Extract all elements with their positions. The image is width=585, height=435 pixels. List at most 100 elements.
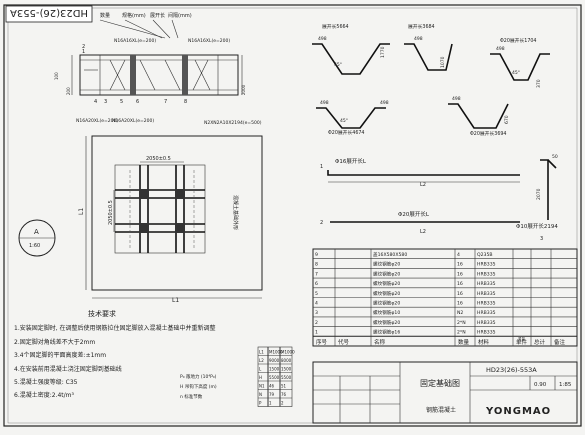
bom-cell: 4 [457,252,460,258]
load-table-cell: M1000 [269,350,283,355]
rotated-drawing-number: HD23(26)-553A [10,7,88,18]
scale-marker: A 1:60 [18,219,56,257]
svg-text:L1: L1 [172,297,179,304]
outer-border [3,4,582,427]
bom-cell: 9 [315,252,318,258]
bom-weight-header: 重量 [518,336,526,341]
svg-text:0.90: 0.90 [534,382,547,388]
bom-cell: 7 [315,271,318,277]
svg-text:L1: L1 [78,208,85,215]
svg-text:展开长5664: 展开长5664 [322,23,349,30]
bom-header: 备注 [554,338,566,346]
load-table-cell: 5500 [281,375,292,380]
svg-text:6: 6 [136,99,139,105]
bom-cell: 螺纹钢筋φ16 [373,329,400,336]
svg-text:展开长3684: 展开长3684 [408,23,435,30]
bom-cell: HRB335 [477,310,496,316]
bom-cell: 16 [457,301,463,307]
svg-text:2050±0.5: 2050±0.5 [146,156,171,162]
load-table-cell: 5500 [269,375,280,380]
svg-text:50: 50 [552,154,558,160]
bom-cell: HRB335 [477,320,496,326]
svg-text:Φ16展开长L: Φ16展开长L [335,157,367,165]
bom-cell: HRB335 [477,262,496,268]
bom-cell: 2*N [457,320,466,326]
bom-cell: HRB335 [477,271,496,277]
bom-cell: 16 [457,291,463,297]
bom-cell: 16 [457,281,463,287]
svg-text:670: 670 [504,115,510,124]
svg-text:技术要求: 技术要求 [88,309,116,318]
bom-header: 单件 [516,338,528,346]
svg-text:3: 3 [104,99,107,105]
svg-text:N2XN2A10X2194(e=500): N2XN2A10X2194(e=500) [204,120,262,126]
bent-bar-details: 展开长5664 498 1770 45° 展开长3684 498 1070 Φ2… [312,23,550,137]
load-table-cell: M1000 [281,350,295,355]
svg-text:498: 498 [320,100,329,106]
bom-cell: 3 [315,310,318,316]
load-table-cell: 76 [281,392,287,397]
bom-cell: 螺纹钢筋φ20 [373,290,400,297]
load-table-cell: H [259,375,262,380]
load-table-cell: N1 [259,384,265,389]
svg-text:展开长: 展开长 [150,12,165,19]
plan-view: 2050±0.5 2050±0.5 L1 L1 混凝土基础外形 [78,135,263,304]
svg-text:1: 1 [82,49,85,55]
svg-text:1070: 1070 [440,56,446,68]
svg-text:100: 100 [54,72,59,80]
svg-text:2000: 2000 [241,84,246,95]
svg-text:L2: L2 [420,229,426,235]
svg-text:45°: 45° [340,118,348,124]
bom-cell: 2*N [457,330,466,336]
svg-text:混凝土基础外形: 混凝土基础外形 [232,195,239,230]
bom-cell: 螺纹钢筋φ20 [373,270,400,277]
svg-text:5: 5 [120,99,123,105]
svg-text:8: 8 [184,99,187,105]
svg-text:3: 3 [540,236,543,242]
bom-cell: HRB335 [477,281,496,287]
svg-text:7: 7 [164,99,167,105]
svg-text:45°: 45° [334,62,342,68]
load-table-cell: L2 [259,358,264,363]
svg-text:Φ20展开长L: Φ20展开长L [398,210,430,218]
svg-text:2.固定脚对角线差不大于2mm: 2.固定脚对角线差不大于2mm [14,338,95,346]
svg-text:4.在安装前用混凝土浇注固定脚到基础线: 4.在安装前用混凝土浇注固定脚到基础线 [14,365,122,373]
svg-text:2: 2 [82,44,85,50]
bom-cell: 螺纹钢筋φ10 [373,309,400,316]
svg-text:2050±0.5: 2050±0.5 [108,200,114,225]
svg-text:498: 498 [380,100,389,106]
top-header-labels: 数量 规格(mm) 展开长 间隔(mm) [99,12,192,39]
bom-cell: N2 [457,310,463,316]
bom-cell: 盖16X580X580 [373,251,407,258]
bom-cell: 螺纹钢筋φ20 [373,300,400,307]
svg-text:200: 200 [66,87,71,95]
load-table-cell: 1 [269,401,272,406]
load-table-cell: L [259,367,262,372]
load-table-cell: 1500 [269,367,280,372]
svg-text:钢筋混凝土: 钢筋混凝土 [426,406,456,414]
bom-header: 代号 [338,338,350,346]
bom-cell: 6 [315,281,318,287]
straight-bar-details: Φ16展开长L 1 L2 Φ20展开长L 2 L2 2070 50 Φ10展开长… [320,154,558,242]
svg-text:45°: 45° [512,70,520,76]
tech-requirements: 技术要求 1.安装固定脚时, 在调整后使用钢筋拉住固定脚放入混凝土基础中并重新调… [14,309,216,399]
svg-text:固定基础图: 固定基础图 [420,378,460,388]
load-table-cell: N [259,392,262,397]
bom-cell: 5 [315,291,318,297]
svg-text:N16A20XL(e=200): N16A20XL(e=200) [112,118,154,124]
svg-text:1770: 1770 [380,46,386,58]
svg-text:498: 498 [318,36,327,42]
bom-header: 数量 [458,338,470,346]
load-table-cell: P [259,401,262,406]
svg-text:1:60: 1:60 [29,243,40,249]
svg-text:Φ20展开长3694: Φ20展开长3694 [470,130,506,137]
section-elevation: N16A16XL(e=200) N16A16XL(e=200) 1 2 3 4 … [54,38,262,126]
bom-cell: Q235B [477,252,493,258]
load-table-cell: 1500 [281,367,292,372]
svg-text:1.安装固定脚时, 在调整后使用钢筋拉住固定脚放入混凝土基础: 1.安装固定脚时, 在调整后使用钢筋拉住固定脚放入混凝土基础中并重新调整 [14,324,216,332]
bom-cell: 螺纹钢筋φ20 [373,280,400,287]
bom-cell: 4 [315,301,318,307]
